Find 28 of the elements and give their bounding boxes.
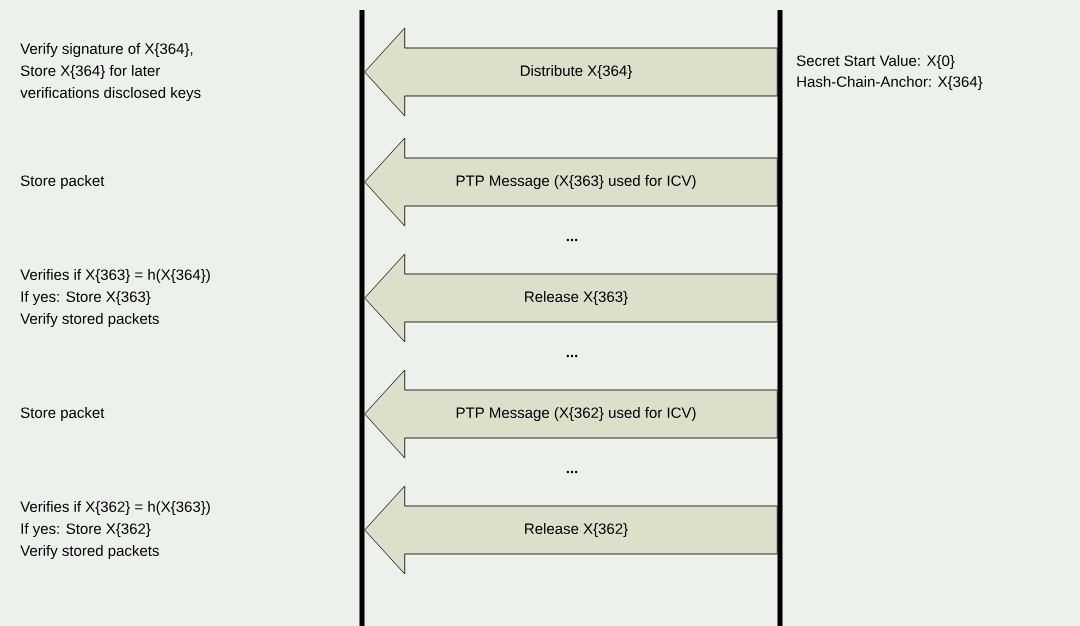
note-text: Verify stored packets (20, 545, 159, 559)
edge-label: PTP Message (X{362} used for ICV) (456, 407, 696, 421)
ellipsis: ... (566, 470, 578, 474)
note-text: Verify stored packets (20, 313, 159, 327)
note-text: Secret Start Value: X{0} (796, 55, 955, 69)
note-text: Store X{364} for later (20, 65, 161, 79)
block-arrow (364, 253, 778, 343)
lifeline (777, 10, 783, 626)
block-arrow (364, 137, 778, 227)
ellipsis: ... (566, 354, 578, 358)
note-text: Verifies if X{362} = h(X{363}) (20, 501, 210, 515)
lifeline (359, 10, 365, 626)
note-text: Store packet (20, 407, 105, 421)
ellipsis: ... (566, 238, 578, 242)
block-arrow (364, 369, 778, 459)
block-arrow (364, 27, 778, 117)
note-text: If yes: Store X{363} (21, 291, 151, 305)
note-text: Verifies if X{363} = h(X{364}) (20, 269, 210, 283)
edge-label: Release X{363} (525, 291, 628, 305)
note-text: If yes: Store X{362} (21, 523, 151, 537)
note-text: Verify signature of X{364}, (20, 43, 193, 57)
edge-label: PTP Message (X{363} used for ICV) (456, 175, 696, 189)
edge-label: Distribute X{364} (520, 65, 632, 79)
note-text: verifications disclosed keys (20, 87, 201, 101)
edge-label: Release X{362} (525, 523, 628, 537)
note-text: Store packet (20, 175, 105, 189)
block-arrow (364, 485, 778, 575)
note-text: Hash-Chain-Anchor: X{364} (797, 76, 983, 90)
